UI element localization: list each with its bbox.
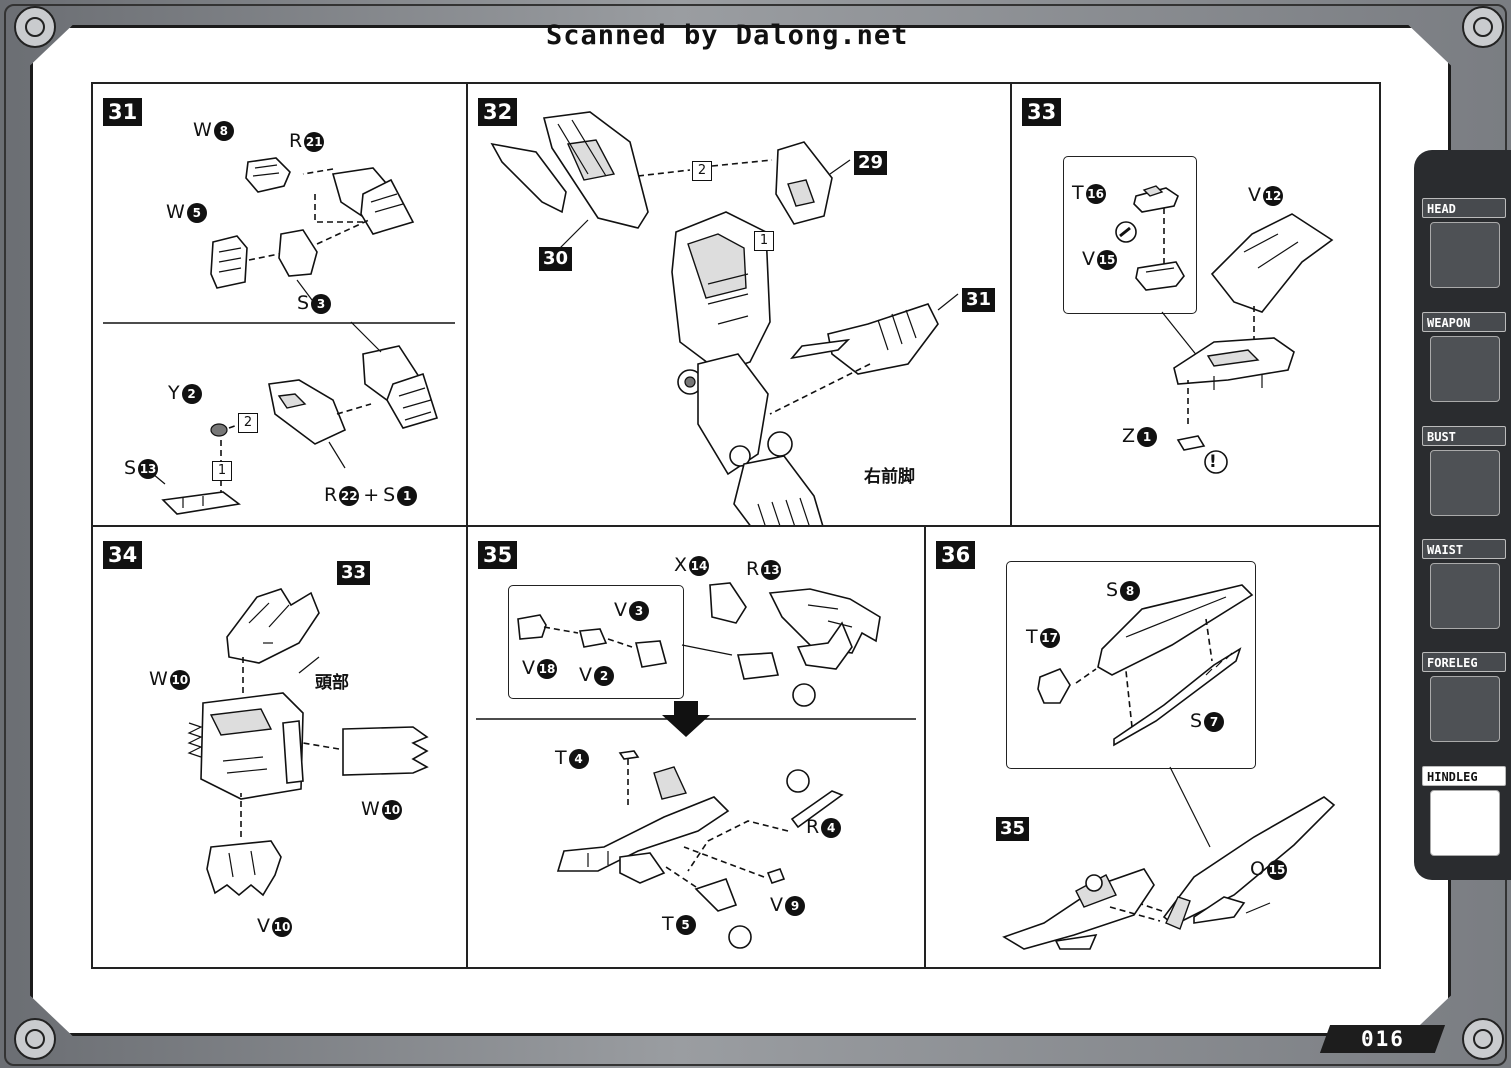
step-35-panel: 35 bbox=[468, 527, 926, 967]
corner-rivet-icon bbox=[1462, 6, 1504, 48]
step-34-panel: 34 33 bbox=[93, 527, 468, 967]
step-number: 34 bbox=[103, 541, 143, 569]
order-mark: 2 bbox=[238, 413, 258, 433]
caption-head: 頭部 bbox=[315, 673, 349, 693]
tab-label: FORELEG bbox=[1422, 652, 1506, 672]
step-33-panel: 33 bbox=[1012, 84, 1379, 527]
scan-credit: Scanned by Dalong.net bbox=[546, 20, 909, 51]
caption-right-foreleg: 右前脚 bbox=[864, 467, 915, 487]
tab-label: BUST bbox=[1422, 426, 1506, 446]
corner-rivet-icon bbox=[14, 6, 56, 48]
ref-step-number: 30 bbox=[539, 247, 573, 271]
corner-rivet-icon bbox=[1462, 1018, 1504, 1060]
page-number: 016 bbox=[1319, 1025, 1446, 1053]
step-35-illustration bbox=[476, 582, 916, 949]
step-number: 35 bbox=[478, 541, 518, 569]
ref-step-number: 29 bbox=[854, 151, 888, 175]
step-32-illustration bbox=[490, 111, 959, 525]
order-mark: 2 bbox=[692, 161, 712, 181]
page-number-text: 016 bbox=[1360, 1027, 1405, 1051]
step-36-illustration bbox=[1002, 584, 1336, 950]
step-32-panel: 32 bbox=[468, 84, 1012, 527]
tab-foreleg[interactable]: FORELEG bbox=[1422, 652, 1508, 748]
step-number: 31 bbox=[103, 98, 143, 126]
foreleg-icon bbox=[1430, 676, 1500, 742]
step-number: 32 bbox=[478, 98, 518, 126]
tab-hindleg[interactable]: HINDLEG bbox=[1422, 766, 1508, 862]
step-number: 36 bbox=[936, 541, 976, 569]
tab-bust[interactable]: BUST bbox=[1422, 426, 1508, 522]
head-icon bbox=[1430, 222, 1500, 288]
step-34-illustration bbox=[187, 588, 429, 897]
weapon-icon bbox=[1430, 336, 1500, 402]
order-mark: 1 bbox=[212, 461, 232, 481]
tab-label: HINDLEG bbox=[1422, 766, 1506, 786]
step-grid: 31 bbox=[91, 82, 1381, 969]
tab-head[interactable]: HEAD bbox=[1422, 198, 1508, 294]
tab-weapon[interactable]: WEAPON bbox=[1422, 312, 1508, 408]
tab-waist[interactable]: WAIST bbox=[1422, 539, 1508, 635]
step-31-illustration bbox=[103, 157, 455, 515]
waist-icon bbox=[1430, 563, 1500, 629]
warning-icon: ! bbox=[1209, 452, 1217, 472]
step-36-panel: 36 bbox=[926, 527, 1379, 967]
ref-step-number: 31 bbox=[962, 288, 996, 312]
tab-label: HEAD bbox=[1422, 198, 1506, 218]
step-number: 33 bbox=[1022, 98, 1062, 126]
corner-rivet-icon bbox=[14, 1018, 56, 1060]
section-tabs: HEAD WEAPON BUST WAIST FORELEG HINDLEG bbox=[1414, 150, 1511, 880]
tab-label: WEAPON bbox=[1422, 312, 1506, 332]
ref-step-number: 33 bbox=[337, 561, 371, 585]
order-mark: 1 bbox=[754, 231, 774, 251]
bust-icon bbox=[1430, 450, 1500, 516]
hindleg-icon bbox=[1430, 790, 1500, 856]
tab-label: WAIST bbox=[1422, 539, 1506, 559]
step-33-illustration bbox=[1115, 185, 1334, 474]
ref-step-number: 35 bbox=[996, 817, 1030, 841]
step-31-panel: 31 bbox=[93, 84, 468, 527]
